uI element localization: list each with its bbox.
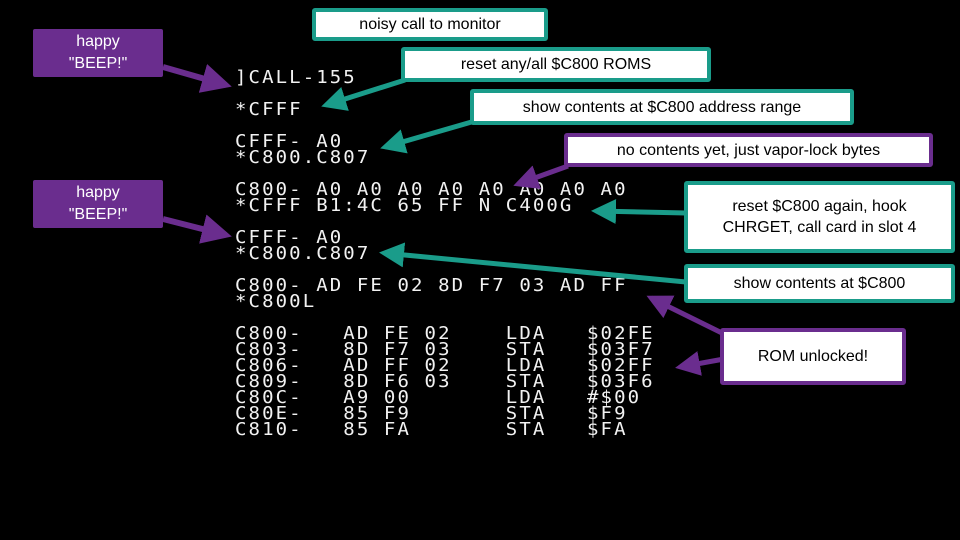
disasm-line-c803: C803- 8D F7 03 STA $03F7 xyxy=(235,339,655,360)
terminal-line-dump-cmd-2: *C800.C807 xyxy=(235,243,371,264)
arrow-show-range xyxy=(380,118,476,154)
terminal-line-dump-cmd: *C800.C807 xyxy=(235,147,371,168)
callout-happy-beep-1: happy "BEEP!" xyxy=(33,29,163,77)
callout-reset-roms: reset any/all $C800 ROMS xyxy=(401,47,711,82)
arrow-beep-1 xyxy=(162,63,232,93)
arrow-reset-roms xyxy=(321,77,406,111)
arrow-rom-unlocked-2 xyxy=(675,351,725,376)
disasm-line-c80e: C80E- 85 F9 STA $F9 xyxy=(235,403,628,424)
callout-vapor-lock: no contents yet, just vapor-lock bytes xyxy=(564,133,933,167)
callout-noisy-call: noisy call to monitor xyxy=(312,8,548,41)
terminal-line-list-cmd: *C800L xyxy=(235,291,317,312)
terminal-line-cfff: *CFFF xyxy=(235,99,303,120)
disasm-line-c806: C806- AD FF 02 LDA $02FF xyxy=(235,355,655,376)
arrow-rom-unlocked-1 xyxy=(646,295,726,337)
terminal-line-cfff-result-2: CFFF- A0 xyxy=(235,227,344,248)
callout-show-range: show contents at $C800 address range xyxy=(470,89,854,125)
callout-reset-again: reset $C800 again, hook CHRGET, call car… xyxy=(684,181,955,253)
disasm-line-c800: C800- AD FE 02 LDA $02FE xyxy=(235,323,655,344)
terminal-line-call: ]CALL-155 xyxy=(235,67,357,88)
disasm-line-c810: C810- 85 FA STA $FA xyxy=(235,419,628,440)
callout-rom-unlocked: ROM unlocked! xyxy=(720,328,906,385)
terminal-line-dump-vapor: C800- A0 A0 A0 A0 A0 A0 A0 A0 xyxy=(235,179,628,200)
disasm-line-c809: C809- 8D F6 03 STA $03F6 xyxy=(235,371,655,392)
callout-show-contents: show contents at $C800 xyxy=(684,264,955,303)
arrow-reset-again xyxy=(591,198,687,224)
arrow-vapor-lock xyxy=(513,163,569,189)
terminal-line-hook-cmd: *CFFF B1:4C 65 FF N C400G xyxy=(235,195,574,216)
arrow-beep-2 xyxy=(162,214,232,244)
callout-happy-beep-2: happy "BEEP!" xyxy=(33,180,163,228)
arrow-show-contents xyxy=(379,242,687,285)
terminal-line-cfff-result: CFFF- A0 xyxy=(235,131,344,152)
disasm-line-c80c: C80C- A9 00 LDA #$00 xyxy=(235,387,642,408)
terminal-line-dump-rom: C800- AD FE 02 8D F7 03 AD FF xyxy=(235,275,628,296)
